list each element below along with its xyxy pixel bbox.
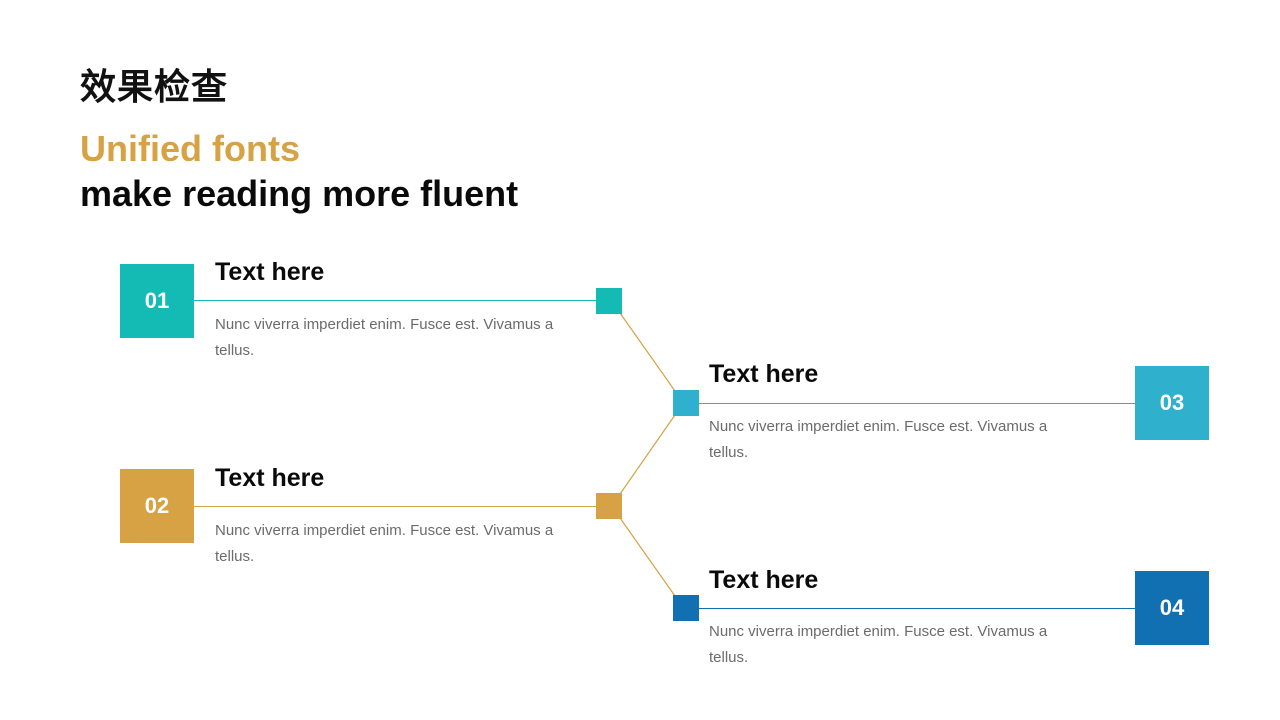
node-square-02 bbox=[596, 493, 622, 519]
branch-line-1 bbox=[619, 312, 676, 392]
number-badge-04: 04 bbox=[1135, 571, 1209, 645]
branch-line-3 bbox=[619, 517, 676, 597]
item-heading-02: Text here bbox=[215, 464, 325, 492]
item-description-04: Nunc viverra imperdiet enim. Fusce est. … bbox=[709, 623, 1048, 666]
item-heading-03: Text here bbox=[709, 360, 819, 388]
node-square-01 bbox=[596, 288, 622, 314]
node-square-03 bbox=[673, 390, 699, 416]
branch-line-2 bbox=[619, 414, 676, 495]
item-description-01: Nunc viverra imperdiet enim. Fusce est. … bbox=[215, 316, 554, 359]
page-title: 效果检查 bbox=[80, 67, 229, 108]
node-square-04 bbox=[673, 595, 699, 621]
item-heading-04: Text here bbox=[709, 566, 819, 594]
item-description-02: Nunc viverra imperdiet enim. Fusce est. … bbox=[215, 522, 554, 565]
number-badge-01: 01 bbox=[120, 264, 194, 338]
subtitle-main: make reading more fluent bbox=[80, 173, 519, 214]
item-heading-01: Text here bbox=[215, 258, 325, 286]
item-description-03: Nunc viverra imperdiet enim. Fusce est. … bbox=[709, 418, 1048, 461]
subtitle-highlight: Unified fonts bbox=[80, 128, 300, 169]
number-badge-03: 03 bbox=[1135, 366, 1209, 440]
number-badge-02: 02 bbox=[120, 469, 194, 543]
